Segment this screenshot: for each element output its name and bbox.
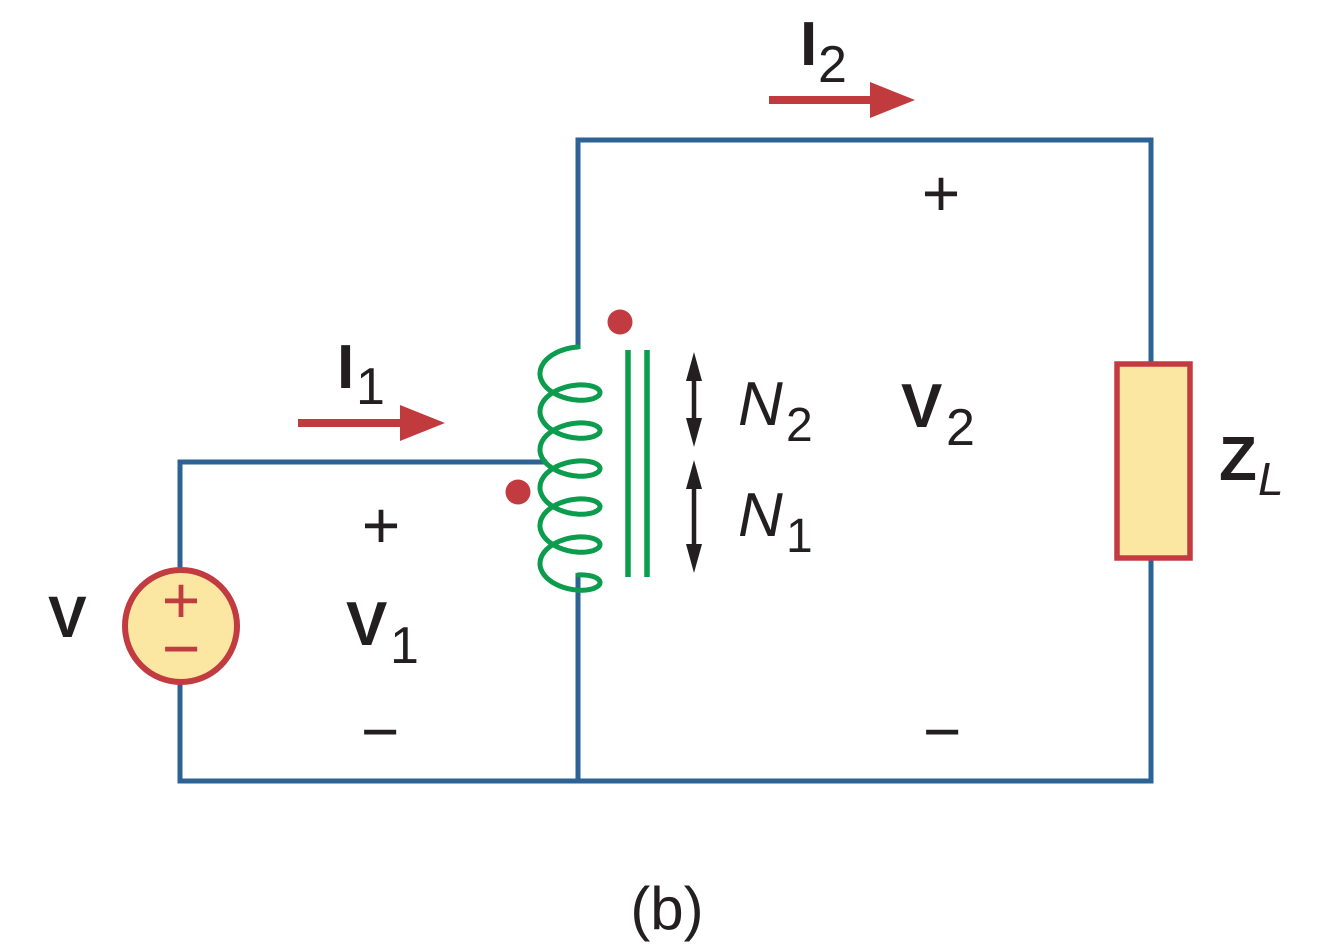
i2-arrowhead [870, 82, 915, 118]
n2-arrowhead-up [686, 352, 702, 381]
v1-subscript: 1 [390, 617, 419, 675]
source-minus-sign: − [162, 611, 201, 685]
source-plus-sign: + [162, 563, 201, 637]
i1-label: I [337, 333, 354, 402]
n1-arrowhead-up [686, 460, 702, 489]
circuit-wires [177, 137, 1154, 784]
voltage-source: + − V [48, 563, 240, 685]
wire-bottom-loop [177, 556, 1154, 784]
i2-subscript: 2 [818, 36, 847, 94]
primary-current: I 1 [298, 333, 445, 441]
v2-plus-sign: + [922, 156, 961, 230]
voltage-source-circle [122, 567, 240, 685]
n2-label: N [738, 370, 783, 439]
n1-label: N [738, 481, 783, 550]
source-label: V [48, 585, 87, 650]
i2-label: I [800, 10, 817, 79]
n2-subscript: 2 [786, 399, 813, 452]
v2-subscript: 2 [946, 399, 975, 457]
secondary-current: I 2 [769, 10, 915, 118]
v1-plus-sign: + [362, 488, 401, 562]
autotransformer: N 2 N 1 [505, 309, 813, 593]
load-subscript: L [1258, 453, 1284, 505]
n2-arrowhead-down [686, 418, 702, 447]
load-impedance: Z L [1114, 361, 1284, 561]
turns-span-n1: N 1 [686, 460, 813, 573]
n1-subscript: 1 [786, 510, 813, 563]
polarity-dot-top [607, 309, 633, 335]
figure-caption: (b) [630, 875, 703, 942]
load-rect [1114, 361, 1193, 561]
n1-arrowhead-down [686, 544, 702, 573]
primary-voltage: + V 1 − [346, 488, 419, 768]
turns-span-n2: N 2 [686, 352, 813, 452]
winding-coil [537, 344, 603, 593]
wire-secondary-top [575, 137, 1154, 366]
wire-primary-top [177, 459, 547, 572]
v2-label: V [901, 372, 942, 441]
load-label: Z [1219, 425, 1257, 494]
i1-subscript: 1 [356, 358, 385, 416]
v1-minus-sign: − [361, 694, 400, 768]
polarity-dot-tap [505, 479, 531, 505]
i1-arrowhead [400, 405, 445, 441]
v2-minus-sign: − [923, 694, 962, 768]
v1-label: V [346, 590, 387, 659]
secondary-voltage: + V 2 − [901, 156, 975, 768]
